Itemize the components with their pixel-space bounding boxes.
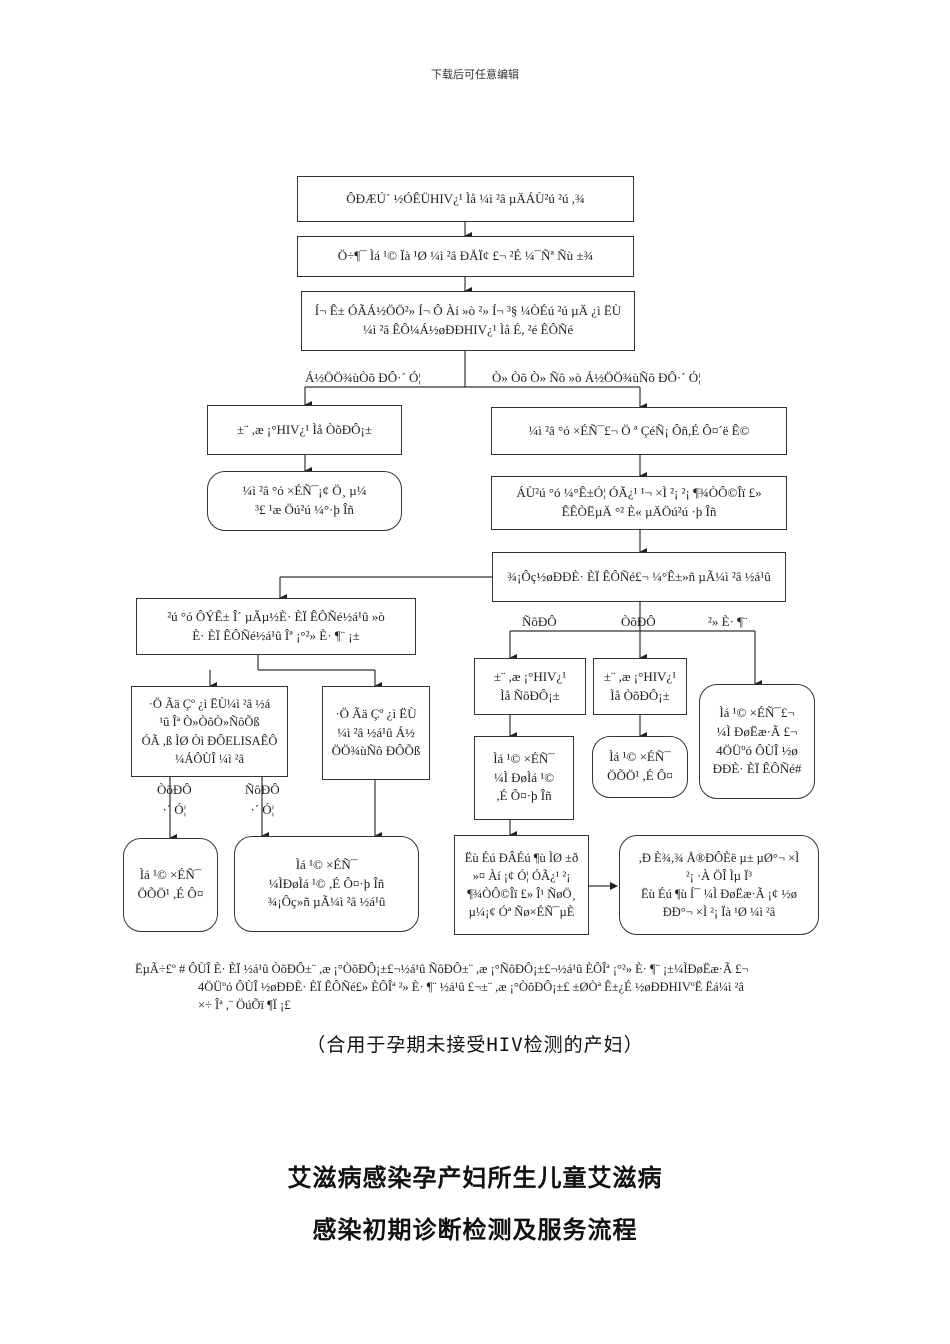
flow-step-pregnant-woman: ÔÐÆÚ´ ½ÓÊÜHIV¿¹ Ìå ¼ì ²â µÄÁÙ²ú ²ú ,¾	[297, 176, 634, 222]
note-line-2: 4ÖÜºó ÔÙÎ ½øÐÐÈ· ÈÏ ÊÔÑé£» ÈÔÎª ²» È· ¶¨…	[198, 980, 744, 995]
flow-step-intrapartum-arv: ÁÙ²ú °ó ¼°Ê±Ó¦ ÓÃ¿¹ ¹¬ ×Ì ²¡ ²¡ ¶¾ÒÔ©Îï …	[491, 476, 787, 530]
flow-step-continue-services: Ìá ¹© ×ÉÑ¯ ¼ÌÐøÌá ¹© ,É Ô¤·þ Îñ ¾¡Ôç»ñ µ…	[234, 836, 419, 932]
flow-step-rapid-test: Í¬ Ê± ÓÃÁ½ÖÖ²» Í¬ Ô Àí »ò ²» Í¬ ³§ ¼ÒÉú …	[301, 291, 635, 351]
flow-step-confirm-test: ¾¡Ôç½øÐÐÈ· ÈÏ ÊÔÑé£¬ ¼°Ê±»ñ µÃ¼ì ²â ½á¹û	[492, 552, 786, 602]
edge-label-elisa-negative: ÒõÐÔ ·´ Ó¦	[157, 782, 192, 817]
flow-step-report-negative-2: ±¨ ,æ ¡°HIV¿¹ Ìå ÒõÐÔ¡±	[593, 658, 687, 715]
page-header: 下载后可任意编辑	[431, 68, 519, 81]
flow-step-stop-prevention: Ìá ¹© ×ÉÑ¯ ÖÕÖ¹ ,É Ô¤	[592, 736, 688, 798]
flowchart-subtitle: （合用于孕期未接受HIV检测的产妇）	[306, 1034, 644, 1056]
edge-label-negative: ÒõÐÔ	[621, 614, 656, 629]
flow-step-continue-prevention: Ìá ¹© ×ÉÑ¯ ¼Ì ÐøÌá ¹© ,É Ô¤·þ Îñ	[474, 736, 574, 820]
section-title-line-2: 感染初期诊断检测及服务流程	[312, 1216, 638, 1244]
flow-step-provide-info: Ö÷¶¯ Ìá ¹© Ïà ¹Ø ¼ì ²â ÐÅÏ¢ £¬ ²É ¼¯Ñª Ñ…	[297, 236, 634, 277]
edge-label-one-or-both-positive: Ò» Òõ Ò» Ñô »ò Á½ÖÖ¾ùÑô ÐÔ·´ Ó¦	[492, 370, 701, 385]
flow-step-follow-up-4weeks: Ìá ¹© ×ÉÑ¯£¬ ¼Ì ÐøËæ·Ã £¬ 4ÖÜºó ÔÙÎ ½ø Ð…	[699, 684, 815, 799]
flow-step-report-negative: ±¨ ,æ ¡°HIV¿¹ Ìå ÒõÐÔ¡±	[207, 405, 402, 455]
note-line-1: ËµÃ÷£º # ÔÙÎ È· ÈÏ ½á¹û ÒõÐÔ±¨ ,æ ¡°ÒõÐÔ…	[135, 962, 749, 976]
flow-step-routine-delivery: ¼ì ²â °ó ×ÉÑ¯¡¢ Ö¸ µ¼ ³£ ¹æ Öú²ú ¼°·þ Îñ	[207, 471, 402, 531]
edge-label-positive: ÑôÐÔ	[522, 614, 557, 629]
flow-step-report-positive: ±¨ ,æ ¡°HIV¿¹ Ìå ÑôÐÔ¡±	[474, 658, 586, 715]
flow-step-no-result-yet: ²ú °ó ÔÝÊ± Î´ µÃµ½È· ÈÏ ÊÔÑé½á¹û »ò È· È…	[136, 598, 416, 655]
flow-step-referral-followup: ,Ð È¾,¾ Å®ÐÔÈë µ± µØ°¬ ×Ì ²¡ ·À ÖÎ Ìµ Ï³…	[619, 835, 819, 935]
flow-step-stop-prevention-2: Ìá ¹© ×ÉÑ¯ ÖÕÖ¹ ,É Ô¤	[123, 838, 218, 932]
edge-label-elisa-positive: ÑôÐÔ ·´ Ó¦	[245, 782, 280, 817]
flow-step-discordant-elisa: ·Ö Ãä Çº ¿ì ËÙ¼ì ²â ½á ¹û Îª Ò»ÒõÒ»ÑôÕß …	[131, 686, 288, 777]
edge-label-indeterminate: ²» È· ¶¨	[708, 614, 748, 629]
flow-step-counseling-choice: ¼ì ²â °ó ×ÉÑ¯£¬ Ö ª ÇéÑ¡ Ôñ,É Ô¤´ë Ê©	[491, 407, 787, 455]
flow-step-both-positive: ·Ö Ãä Çº ¿ì ËÙ ¼ì ²â ½á¹û Á½ ÖÖ¾ùÑô ÐÔÕß	[322, 686, 430, 780]
edge-label-both-negative: Á½ÖÖ¾ùÒõ ÐÔ·´ Ó¦	[305, 370, 421, 385]
flowchart-note: ËµÃ÷£º # ÔÙÎ È· ÈÏ ½á¹û ÒõÐÔ±¨ ,æ ¡°ÒõÐÔ…	[135, 960, 835, 1014]
note-line-3: ×÷ Îª ,¨ ÖúÕï ¶Ï ¡£	[198, 998, 291, 1013]
section-title-line-1: 艾滋病感染孕产妇所生儿童艾滋病	[287, 1164, 663, 1192]
flow-step-newborn-care: Ëù Éú ÐÂÉú ¶ù ÌØ ±ð »¤ Àí ¡¢ Ó¦ ÓÃ¿¹ ²¡ …	[454, 835, 589, 935]
